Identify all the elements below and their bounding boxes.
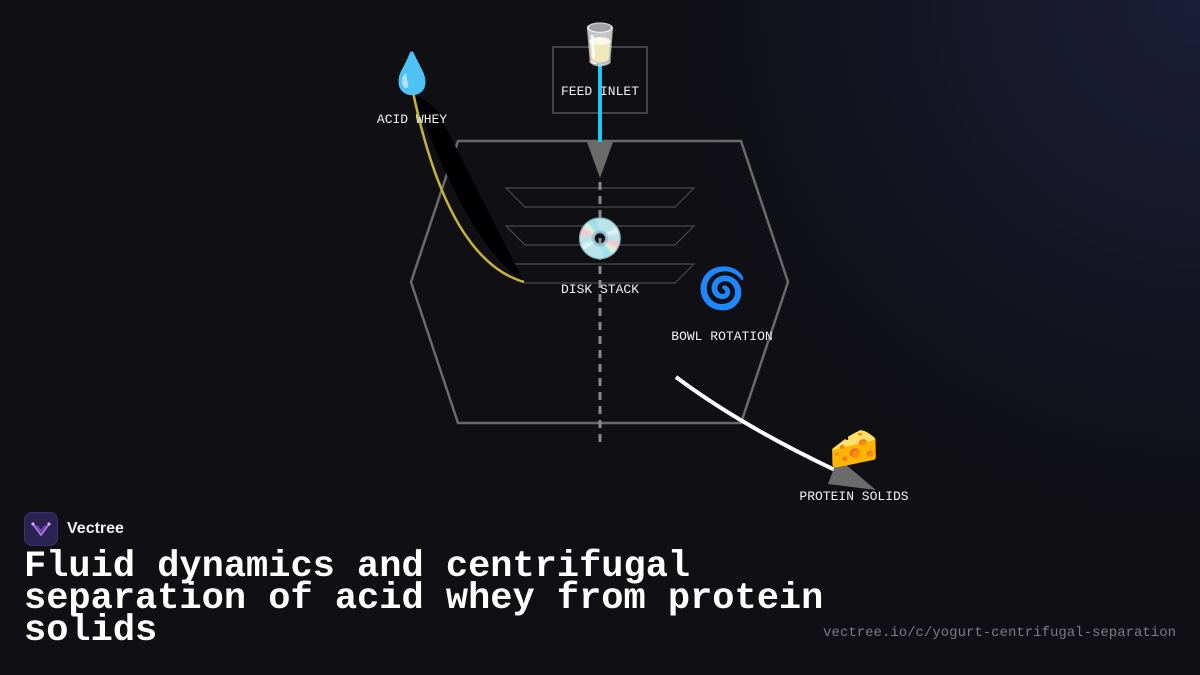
acid-whey-label: ACID WHEY	[377, 112, 447, 127]
page-title: Fluid dynamics and centrifugal separatio…	[24, 546, 824, 652]
disk-stack-label: DISK STACK	[561, 282, 639, 297]
feed-inlet-label: FEED INLET	[561, 84, 639, 99]
source-url[interactable]: vectree.io/c/yogurt-centrifugal-separati…	[823, 625, 1176, 641]
protein-solids-label: PROTEIN SOLIDS	[799, 489, 908, 504]
feed-arrow-head	[587, 142, 613, 178]
droplet-icon: 💧	[387, 50, 437, 97]
centrifuge-bowl	[409, 139, 790, 425]
cyclone-icon: 🌀	[697, 264, 747, 312]
brand: Vectree	[24, 512, 124, 546]
bowl-rotation-label: BOWL ROTATION	[671, 329, 772, 344]
whey-flow-line	[411, 91, 525, 284]
disk-plate	[504, 187, 696, 208]
vectree-logo-icon	[24, 512, 58, 546]
disk-plate	[504, 225, 696, 246]
solids-flow-line	[674, 375, 836, 472]
disc-icon: 💿	[575, 215, 625, 262]
solids-arrow-head	[828, 458, 876, 490]
whey-flow-shadow	[413, 92, 524, 282]
milk-glass-icon: 🥛	[575, 21, 625, 68]
cheese-icon: 🧀	[829, 426, 879, 472]
brand-name: Vectree	[67, 520, 124, 537]
